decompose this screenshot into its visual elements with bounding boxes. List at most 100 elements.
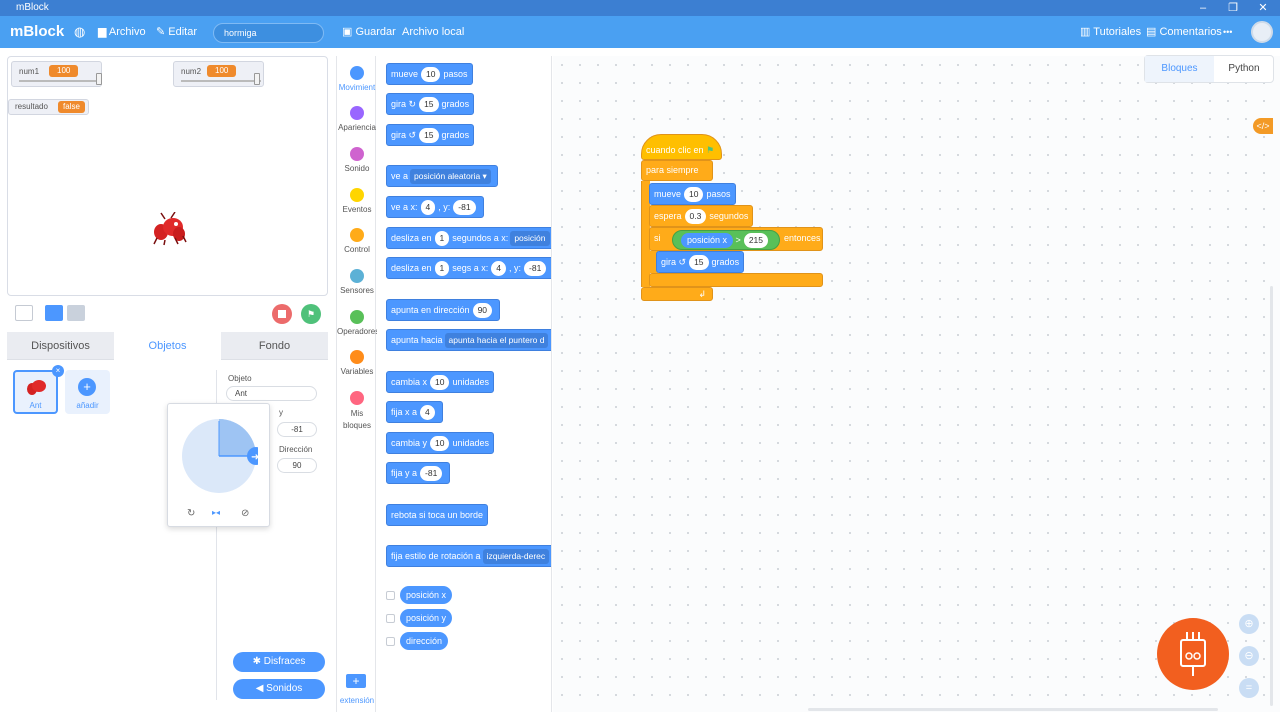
y-field[interactable]: -81: [277, 422, 317, 437]
zoom-reset-icon[interactable]: =: [1239, 678, 1259, 698]
block-ve-a-xy[interactable]: ve a x:4, y:-81: [386, 196, 484, 218]
direccion-field[interactable]: 90: [277, 458, 317, 473]
category-movimiento[interactable]: Movimient: [337, 66, 377, 92]
reporter-posicion-x[interactable]: posición x: [681, 233, 734, 248]
left-right-icon[interactable]: ▸◂: [212, 508, 221, 517]
block-input[interactable]: 4: [420, 405, 435, 421]
maximize-button[interactable]: ❐: [1228, 2, 1238, 14]
editar-menu[interactable]: ✎ Editar: [156, 16, 197, 48]
block-input[interactable]: 10: [421, 67, 441, 83]
block-dropdown[interactable]: posición aleatoria ▾: [410, 169, 491, 185]
block-dropdown[interactable]: apunta hacia el puntero d: [444, 333, 549, 349]
script-block-si[interactable]: si posición x >215 entonces: [649, 227, 823, 251]
minimize-button[interactable]: –: [1199, 2, 1207, 14]
category-eventos[interactable]: Eventos: [337, 188, 377, 214]
stage[interactable]: num1 100 num2 100 resultado false: [7, 56, 328, 296]
monitor-slider-knob[interactable]: [96, 73, 102, 85]
block-input[interactable]: 10: [430, 436, 450, 452]
tutoriales-button[interactable]: ▥ Tutoriales: [1080, 16, 1141, 48]
block-para-siempre[interactable]: para siempre: [641, 160, 713, 181]
sonidos-button[interactable]: ◀ Sonidos: [233, 679, 325, 699]
category-operadores[interactable]: Operadores: [337, 310, 379, 336]
project-name-input[interactable]: [213, 23, 324, 43]
globe-icon[interactable]: ◍: [74, 24, 86, 39]
checkbox-direccion[interactable]: [386, 637, 395, 646]
block-input[interactable]: 1: [434, 231, 450, 247]
block-input[interactable]: 15: [419, 128, 439, 144]
tab-fondo[interactable]: Fondo: [258, 340, 291, 352]
sprite-card-ant[interactable]: Ant ×: [13, 365, 64, 414]
operator-greater-than[interactable]: posición x >215: [672, 230, 780, 250]
green-flag-button[interactable]: ⚑: [301, 304, 321, 324]
objeto-name-field[interactable]: Ant: [226, 386, 317, 401]
block-dropdown[interactable]: posición: [510, 231, 550, 247]
dont-rotate-icon[interactable]: ⊘: [241, 508, 250, 519]
tab-python[interactable]: Python: [1228, 63, 1260, 74]
block-fija-y[interactable]: fija y a-81: [386, 462, 451, 484]
archivo-menu[interactable]: ▆ Archivo: [98, 16, 146, 48]
block-input[interactable]: 4: [420, 200, 436, 216]
monitor-num2[interactable]: num2 100: [173, 61, 264, 87]
checkbox-posicion-y[interactable]: [386, 614, 395, 623]
mblock-assistant-icon[interactable]: [1157, 618, 1229, 690]
monitor-num1[interactable]: num1 100: [11, 61, 102, 87]
block-input[interactable]: 1: [434, 261, 450, 277]
code-toggle-button[interactable]: </>: [1253, 118, 1273, 134]
rotate-all-around-icon[interactable]: ↻: [187, 508, 196, 519]
block-input[interactable]: 215: [743, 233, 768, 249]
block-rebota[interactable]: rebota si toca un borde: [386, 504, 489, 526]
category-sensores[interactable]: Sensores: [337, 269, 377, 295]
more-icon[interactable]: •••: [1223, 27, 1233, 37]
large-stage-icon[interactable]: [67, 305, 85, 321]
small-stage-icon[interactable]: [45, 305, 63, 321]
add-sprite-button[interactable]: + añadir: [65, 370, 110, 414]
zoom-out-icon[interactable]: ⊖: [1239, 646, 1259, 666]
guardar-button[interactable]: ▣ Guardar: [342, 16, 396, 48]
block-input[interactable]: -81: [524, 261, 547, 277]
direction-dial-popup[interactable]: ➜ ↻ ▸◂ ⊘: [167, 403, 270, 527]
delete-sprite-icon[interactable]: ×: [52, 365, 64, 377]
ant-sprite[interactable]: [151, 212, 187, 246]
disfraces-button[interactable]: ✱ Disfraces: [233, 652, 325, 672]
tab-dispositivos[interactable]: Dispositivos: [31, 340, 90, 352]
block-cuando-clic[interactable]: cuando clic en ⚑: [641, 134, 722, 160]
block-input[interactable]: 90: [472, 303, 493, 319]
zoom-in-icon[interactable]: ⊕: [1239, 614, 1259, 634]
horizontal-scrollbar[interactable]: [808, 708, 1218, 711]
block-input[interactable]: -81: [420, 466, 443, 482]
reporter-posicion-x[interactable]: posición x: [400, 586, 453, 604]
reporter-posicion-y[interactable]: posición y: [400, 609, 453, 627]
category-variables[interactable]: Variables: [337, 350, 377, 376]
block-input[interactable]: 15: [419, 97, 439, 113]
comentarios-button[interactable]: ▤ Comentarios: [1146, 16, 1222, 48]
category-mis-bloques[interactable]: Mis bloques: [337, 391, 377, 432]
category-control[interactable]: Control: [337, 228, 377, 254]
monitor-slider-knob[interactable]: [254, 73, 260, 85]
block-input[interactable]: 10: [430, 375, 450, 391]
add-extension-button[interactable]: +: [346, 674, 366, 688]
checkbox-posicion-x[interactable]: [386, 591, 395, 600]
tab-bloques[interactable]: Bloques: [1145, 56, 1214, 82]
stop-button[interactable]: [272, 304, 292, 324]
block-dropdown[interactable]: izquierda-derec: [482, 549, 550, 565]
block-input[interactable]: 0.3: [684, 209, 707, 224]
archivo-local-button[interactable]: Archivo local: [402, 26, 465, 38]
block-input[interactable]: -81: [453, 200, 476, 216]
tab-objetos[interactable]: Objetos: [114, 332, 221, 360]
direction-dial[interactable]: ➜: [180, 417, 258, 495]
category-sonido[interactable]: Sonido: [337, 147, 377, 173]
